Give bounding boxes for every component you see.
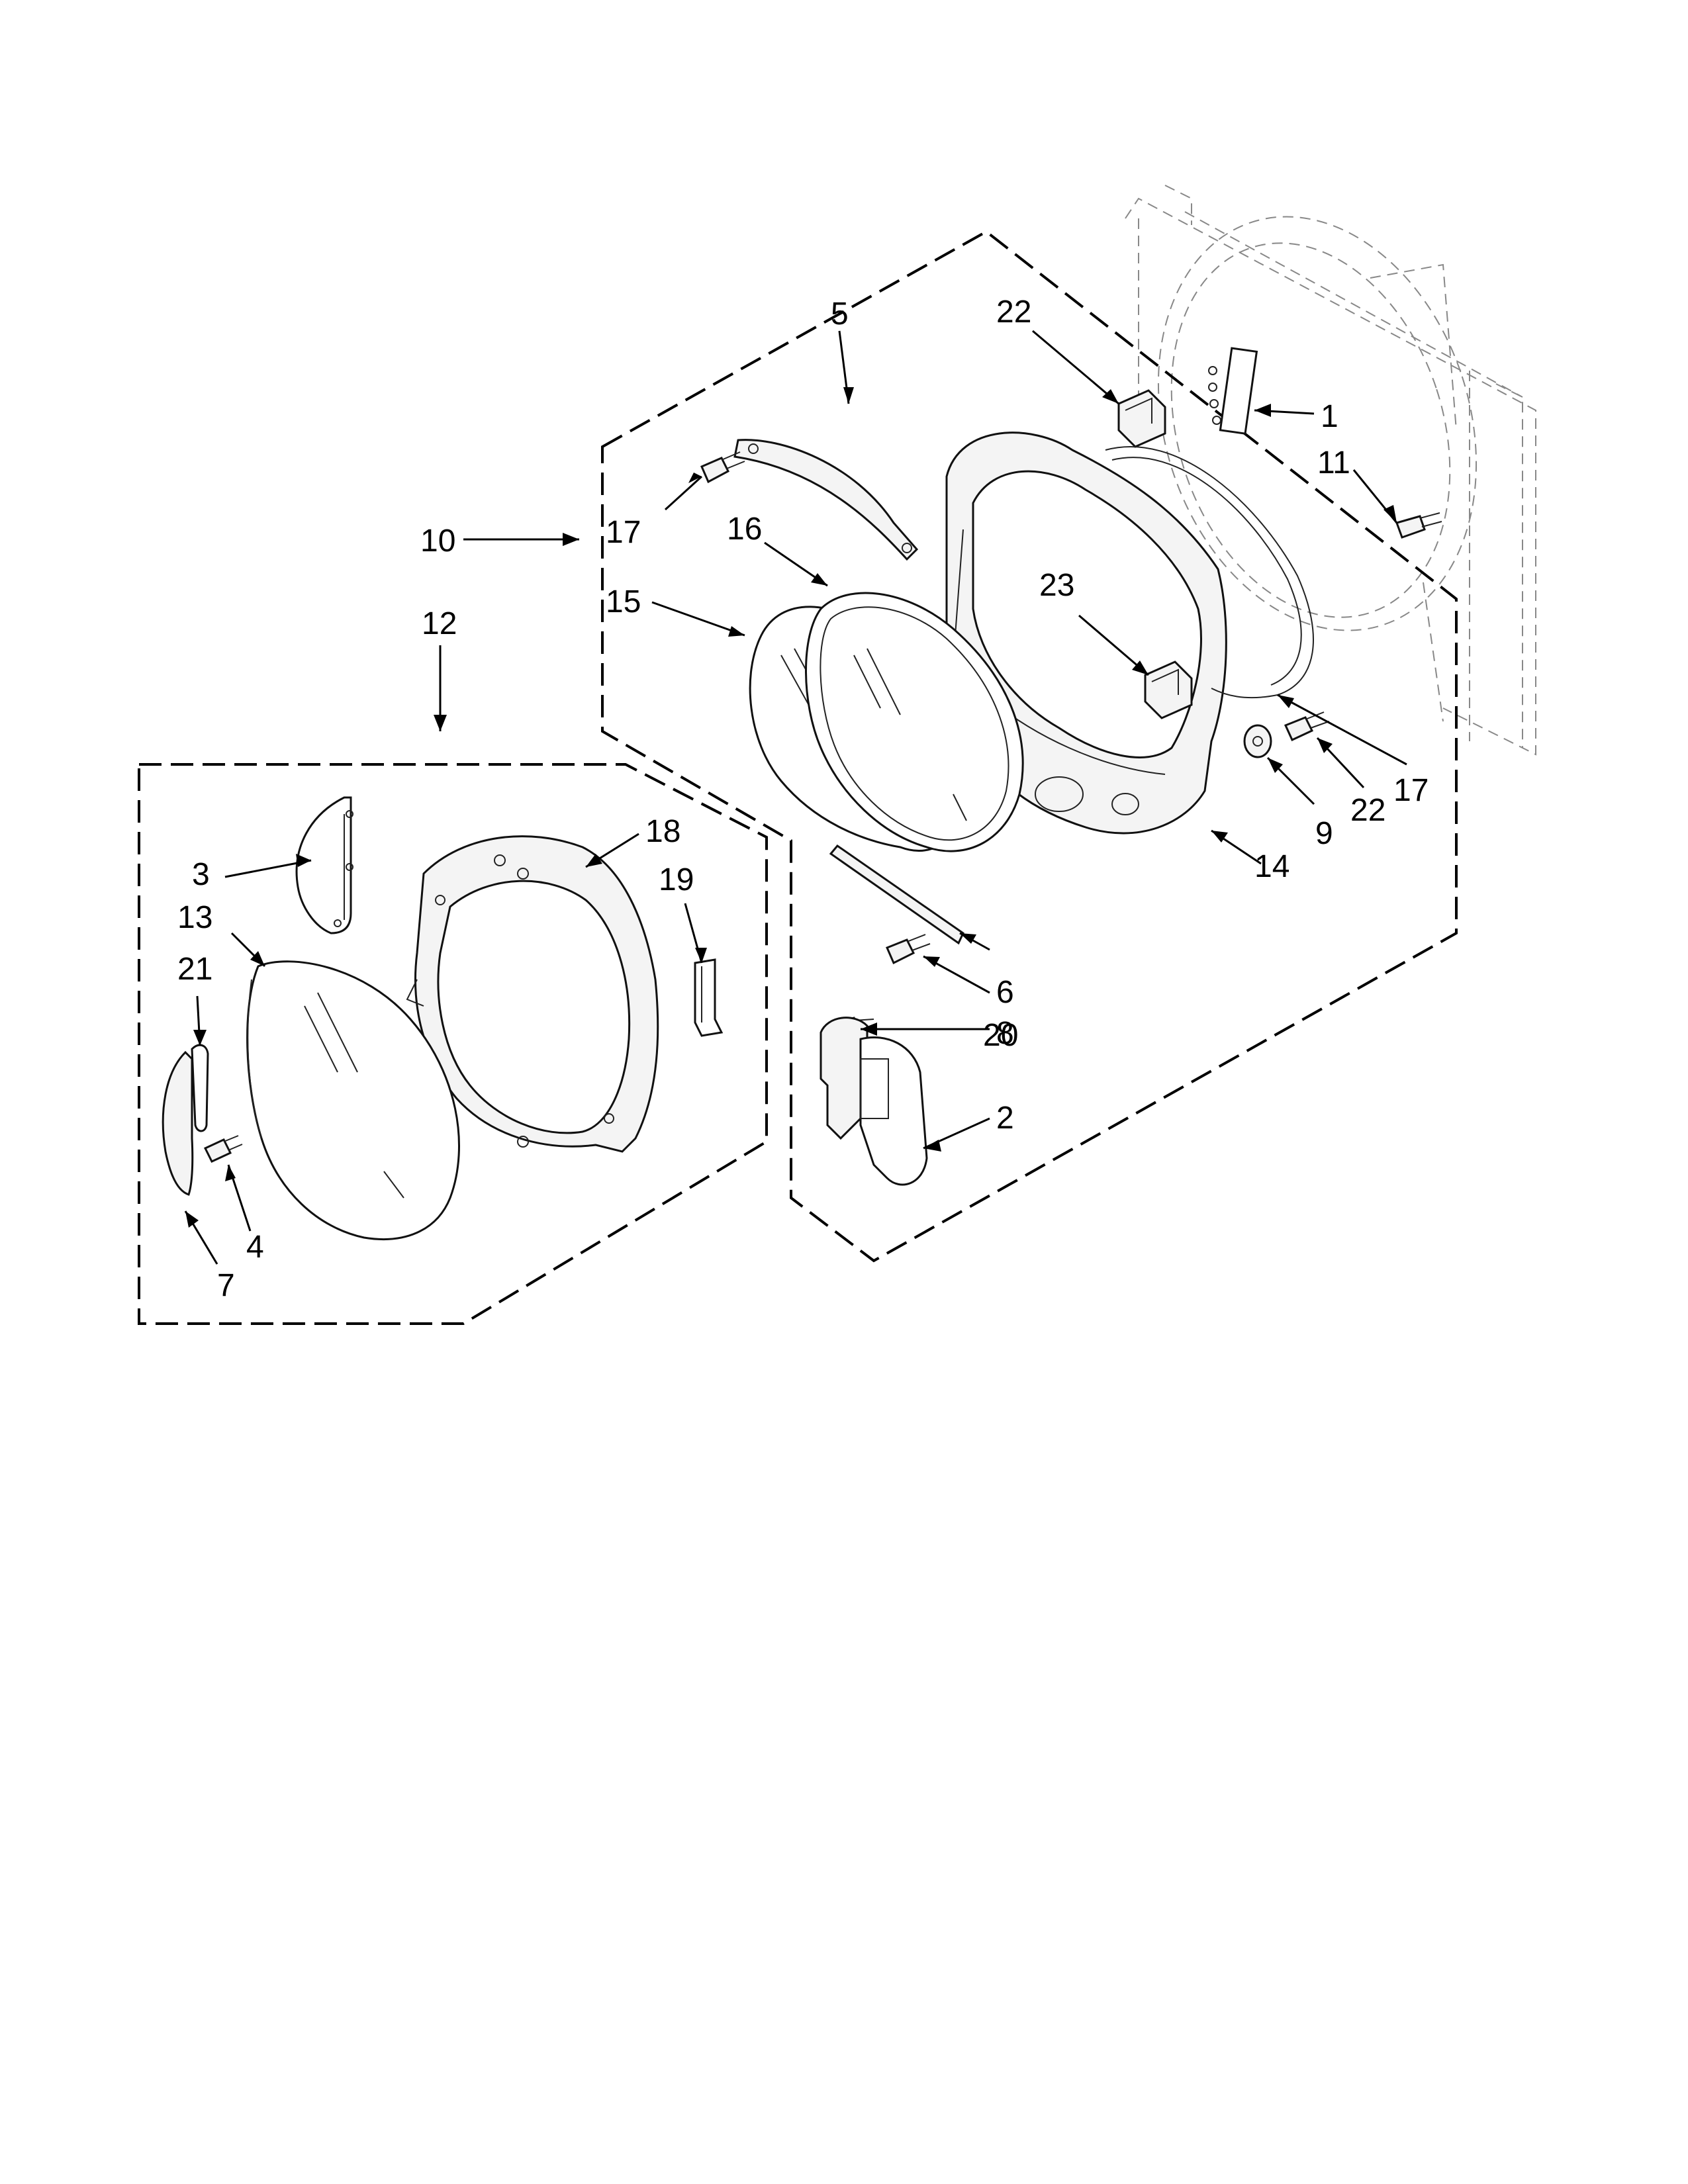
callout-17-upper: 17	[606, 515, 641, 550]
callout-12: 12	[422, 606, 457, 641]
part-17-upper-screw	[700, 451, 745, 484]
part-6-strip	[829, 844, 964, 945]
callout-2: 2	[996, 1101, 1014, 1136]
part-3-hinge-cover	[295, 796, 353, 934]
callout-3: 3	[192, 857, 210, 892]
callout-6: 6	[996, 975, 1014, 1010]
part-16-gasket	[805, 592, 1024, 852]
part-9-washer	[1243, 724, 1272, 758]
callout-7: 7	[217, 1268, 235, 1303]
callout-5: 5	[831, 296, 849, 332]
callout-22-lower: 23	[1039, 568, 1074, 603]
arrowheads	[185, 387, 1397, 1228]
part-11-screw	[1395, 512, 1442, 539]
callout-19: 18	[645, 814, 680, 849]
part-22-lower-bracket	[1144, 660, 1193, 719]
callout-4: 4	[246, 1230, 264, 1265]
part-1-strike	[1208, 347, 1258, 435]
part-22-upper-bracket	[1117, 389, 1166, 448]
callout-14: 14	[1254, 849, 1289, 884]
assembly-box-10	[601, 230, 1458, 1263]
callout-labels: 1 11 22 5 17 10 12 16 15 23 17 9 22 14 6…	[177, 295, 1429, 1303]
callout-16: 16	[727, 512, 762, 547]
callout-9: 9	[1315, 816, 1333, 851]
part-18-seal	[1105, 446, 1314, 699]
leader-lines	[184, 330, 1407, 1265]
callout-11: 11	[1317, 445, 1350, 480]
callout-17-lower: 20	[983, 1018, 1018, 1053]
callout-1: 1	[1321, 399, 1338, 434]
part-4-screw	[203, 1135, 243, 1163]
part-17-lower-screw	[886, 934, 931, 965]
callout-21: 21	[177, 952, 212, 987]
part-7-handle	[162, 1050, 194, 1196]
part-23-screw	[1284, 711, 1330, 741]
callout-22-upper: 22	[996, 295, 1031, 330]
part-5-top-brace	[733, 439, 919, 561]
part-20-bracket	[694, 958, 724, 1037]
part-21-handle-insert	[191, 1044, 209, 1132]
callout-23: 22	[1350, 793, 1385, 828]
callout-15: 15	[606, 584, 641, 619]
assembly-box-12	[138, 763, 768, 1325]
callout-20: 19	[659, 862, 694, 897]
part-19-door-frame	[406, 835, 659, 1153]
callout-10: 10	[420, 523, 455, 559]
callout-13: 13	[177, 900, 212, 935]
part-13-outer-door	[246, 960, 460, 1240]
callout-8: 8	[996, 1016, 1014, 1051]
part-2-latch	[820, 1017, 928, 1186]
callout-18: 17	[1393, 773, 1429, 808]
